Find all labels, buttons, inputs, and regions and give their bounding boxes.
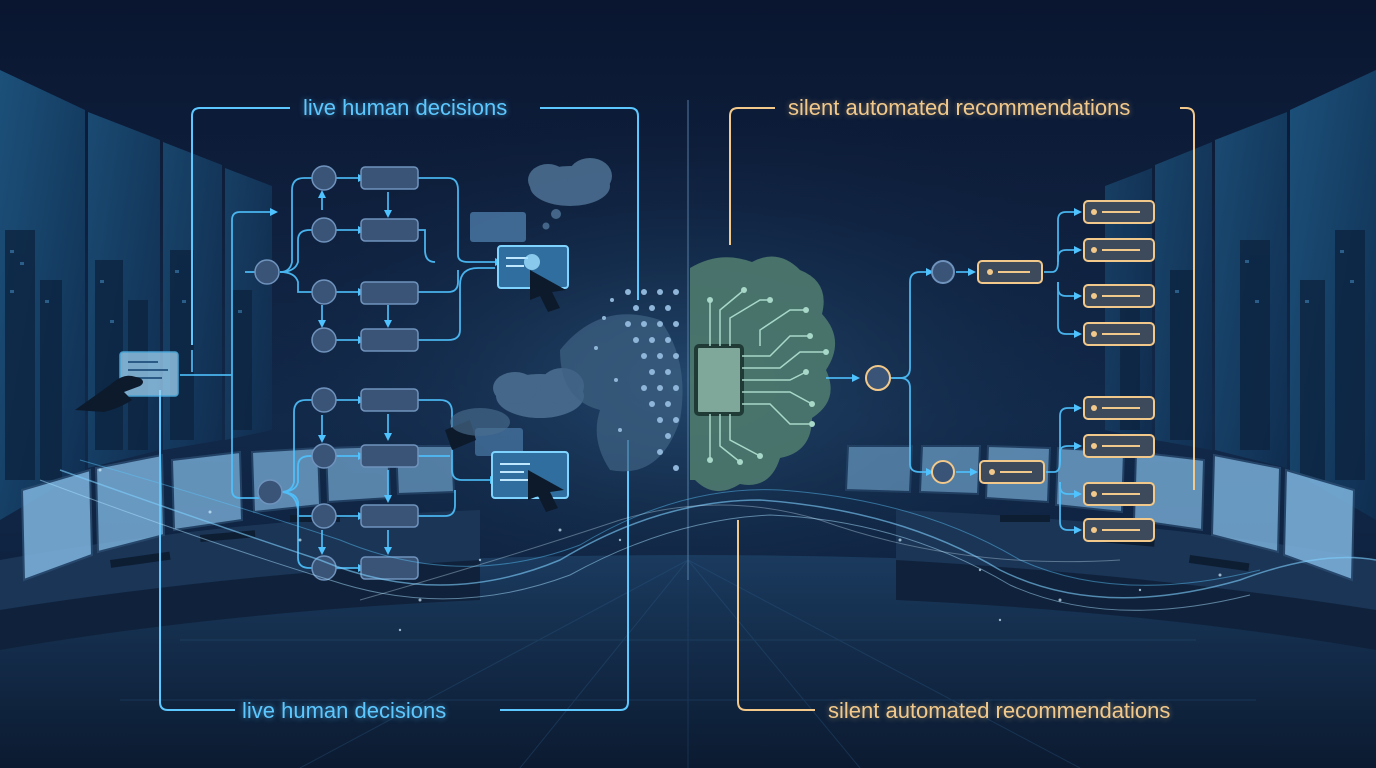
hand-pointer-icon <box>75 351 179 412</box>
left-windows <box>0 70 272 520</box>
cloud-icon <box>450 158 612 436</box>
brain-circuit-icon <box>690 256 836 492</box>
human-bracket <box>159 107 639 711</box>
right-console <box>844 444 1376 650</box>
label-human-bottom: live human decisions <box>242 698 447 723</box>
label-auto-top: silent automated recommendations <box>788 95 1131 120</box>
label-human-top: live human decisions <box>303 95 508 120</box>
sparkles <box>98 468 1222 632</box>
particle-field <box>560 289 683 472</box>
auto-bracket <box>729 107 1195 711</box>
flow-waves <box>39 459 1376 611</box>
left-console <box>0 444 480 650</box>
auto-flowchart <box>826 200 1155 542</box>
label-auto-bottom: silent automated recommendations <box>828 698 1171 723</box>
